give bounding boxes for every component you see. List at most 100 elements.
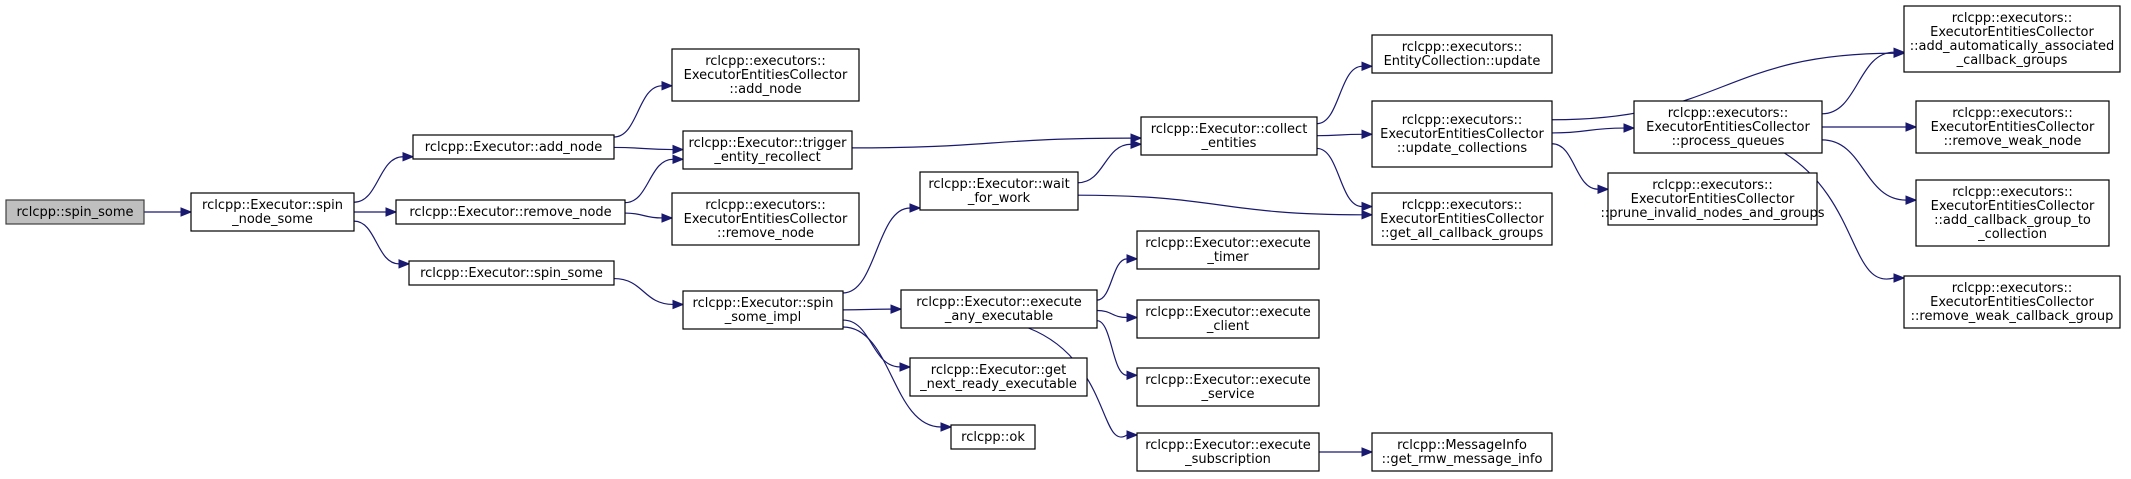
edge-arrowhead (661, 81, 674, 91)
node-rclcpp-executor-collect-entities-box (1140, 116, 1318, 156)
node-rclcpp-executors-executorentitiescollector-remove-weak-node-box (1915, 100, 2110, 154)
node-rclcpp-messageinfo-get-rmw-message-info[interactable]: rclcpp::MessageInfo::get_rmw_message_inf… (1371, 432, 1553, 472)
node-label-line: EntityCollection::update (1384, 54, 1541, 69)
edge-line (851, 137, 1132, 149)
node-rclcpp-executor-execute-client-box (1136, 299, 1320, 339)
edge-arrowhead (1361, 201, 1374, 212)
node-label-line: rclcpp::ok (961, 430, 1025, 445)
node-label-line: rclcpp::Executor::add_node (425, 140, 602, 155)
edge-arrowhead (1905, 122, 1918, 132)
edge-arrowhead (1361, 129, 1374, 140)
edge-n2-n5 (613, 81, 674, 138)
node-rclcpp-executor-execute-subscription[interactable]: rclcpp::Executor::execute_subscription (1136, 432, 1320, 472)
node-rclcpp-executor-execute-client[interactable]: rclcpp::Executor::execute_client (1136, 299, 1320, 339)
node-rclcpp-executors-executorentitiescollector-prune-invalid-nodes-and-groups[interactable]: rclcpp::executors::ExecutorEntitiesColle… (1600, 172, 1825, 226)
node-rclcpp-executors-executorentitiescollector-remove-node[interactable]: rclcpp::executors::ExecutorEntitiesColle… (671, 192, 860, 246)
node-rclcpp-executor-execute-any-executable-box (900, 289, 1098, 329)
node-label-line: ExecutorEntitiesCollector (1380, 212, 1544, 227)
node-label-line: rclcpp::Executor::execute (916, 295, 1082, 310)
edge-arrowhead (1130, 139, 1143, 149)
node-rclcpp-executor-collect-entities[interactable]: rclcpp::Executor::collect_entities (1140, 116, 1318, 156)
node-rclcpp-executors-executorentitiescollector-add-node[interactable]: rclcpp::executors::ExecutorEntitiesColle… (671, 48, 860, 102)
edge-n22-n26 (1821, 139, 1918, 205)
edge-n22-n24 (1821, 47, 1906, 115)
node-rclcpp-executor-spin-some[interactable]: rclcpp::Executor::spin_some (408, 260, 615, 286)
node-rclcpp-executors-executorentitiescollector-process-queues[interactable]: rclcpp::executors::ExecutorEntitiesColle… (1633, 100, 1823, 154)
node-rclcpp-messageinfo-get-rmw-message-info-box (1371, 432, 1553, 472)
edge-n6-n13 (851, 133, 1143, 149)
edge-n9-n20 (1077, 194, 1374, 220)
node-label-line: rclcpp::executors:: (1952, 185, 2073, 200)
edge-n8-n11 (842, 319, 912, 372)
edge-n13-n18 (1316, 61, 1374, 125)
edge-line (1316, 65, 1363, 125)
node-label-line: _entities (1201, 136, 1257, 151)
edge-n10-n16 (1096, 320, 1139, 381)
node-label-line: rclcpp::Executor::wait (928, 177, 1069, 192)
node-rclcpp-executor-execute-service[interactable]: rclcpp::Executor::execute_service (1136, 367, 1320, 407)
edge-line (1551, 52, 1895, 121)
node-rclcpp-executors-executorentitiescollector-remove-weak-callback-group[interactable]: rclcpp::executors::ExecutorEntitiesColle… (1903, 275, 2121, 329)
node-rclcpp-executor-execute-any-executable[interactable]: rclcpp::Executor::execute_any_executable (900, 289, 1098, 329)
node-label-line: ExecutorEntitiesCollector (1646, 120, 1810, 135)
node-label-line: rclcpp::Executor::execute (1145, 438, 1311, 453)
node-label-line: _entity_recollect (713, 150, 820, 165)
node-rclcpp-executor-get-next-ready-executable[interactable]: rclcpp::Executor::get_next_ready_executa… (909, 357, 1088, 397)
edge-arrowhead (1361, 61, 1374, 72)
node-rclcpp-executor-spin-some-impl[interactable]: rclcpp::Executor::spin_some_impl (682, 290, 844, 330)
node-rclcpp-executors-executorentitiescollector-get-all-callback-groups[interactable]: rclcpp::executors::ExecutorEntitiesColle… (1371, 192, 1553, 246)
node-label-line: _timer (1206, 250, 1249, 265)
node-label-line: ::process_queues (1672, 134, 1785, 149)
node-rclcpp-executor-wait-for-work[interactable]: rclcpp::Executor::wait_for_work (919, 171, 1079, 211)
edge-arrowhead (1623, 123, 1636, 133)
node-rclcpp-executors-executorentitiescollector-add-automatically-associated-callback-groups-box (1903, 5, 2121, 73)
node-label-line: _collection (1977, 227, 2047, 242)
edge-arrowhead (672, 144, 685, 155)
edge-n1-n3 (354, 207, 398, 217)
node-rclcpp-executors-executorentitiescollector-add-node-box (671, 48, 860, 102)
node-label-line: rclcpp::Executor::spin (202, 198, 343, 213)
node-label-line: ExecutorEntitiesCollector (1930, 295, 2094, 310)
edge-n22-n27 (1784, 152, 1906, 283)
node-label-line: rclcpp::executors:: (1652, 178, 1773, 193)
node-label-line: ::get_rmw_message_info (1382, 452, 1543, 467)
node-rclcpp-executor-remove-node[interactable]: rclcpp::Executor::remove_node (395, 199, 626, 225)
node-rclcpp-spin-some[interactable]: rclcpp::spin_some (5, 199, 145, 225)
edge-line (1821, 139, 1907, 201)
node-label-line: rclcpp::Executor::spin_some (420, 266, 603, 281)
node-rclcpp-executors-executorentitiescollector-remove-weak-node[interactable]: rclcpp::executors::ExecutorEntitiesColle… (1915, 100, 2110, 154)
node-rclcpp-spin-some-box (5, 199, 145, 225)
edge-arrowhead (899, 362, 912, 372)
node-rclcpp-ok[interactable]: rclcpp::ok (950, 424, 1036, 450)
node-rclcpp-executor-trigger-entity-recollect[interactable]: rclcpp::Executor::trigger_entity_recolle… (682, 130, 853, 170)
edge-arrowhead (940, 422, 953, 432)
edge-arrowhead (1126, 430, 1139, 440)
node-rclcpp-executor-spin-node-some[interactable]: rclcpp::Executor::spin_node_some (190, 192, 355, 232)
edge-line (1077, 194, 1363, 216)
edge-line (624, 212, 663, 219)
node-rclcpp-executors-executorentitiescollector-add-automatically-associated-callback-groups[interactable]: rclcpp::executors::ExecutorEntitiesColle… (1903, 5, 2121, 73)
edge-line (353, 220, 400, 265)
edge-line (1551, 127, 1625, 134)
node-label-line: _node_some (231, 212, 313, 227)
node-label-line: ::update_collections (1397, 141, 1527, 156)
edge-n10-n17 (1028, 327, 1139, 440)
edge-line (1316, 147, 1363, 208)
edge-line (613, 277, 674, 306)
node-label-line: rclcpp::Executor::get (931, 363, 1066, 378)
node-label-line: _some_impl (724, 310, 802, 325)
node-rclcpp-executor-execute-timer[interactable]: rclcpp::Executor::execute_timer (1136, 230, 1320, 270)
node-rclcpp-executors-executorentitiescollector-add-callback-group-to-collection[interactable]: rclcpp::executors::ExecutorEntitiesColle… (1915, 179, 2110, 247)
edge-n17-n21 (1319, 447, 1374, 457)
edge-n1-n2 (353, 152, 415, 203)
edge-arrowhead (1893, 273, 1906, 283)
edge-line (613, 85, 663, 138)
edge-line (1096, 320, 1128, 376)
edge-arrowhead (385, 207, 398, 217)
node-rclcpp-executors-entitycollection-update[interactable]: rclcpp::executors::EntityCollection::upd… (1371, 34, 1553, 74)
edge-arrowhead (672, 154, 685, 165)
node-rclcpp-executors-executorentitiescollector-update-collections[interactable]: rclcpp::executors::ExecutorEntitiesColle… (1371, 100, 1553, 168)
node-rclcpp-executor-add-node[interactable]: rclcpp::Executor::add_node (412, 134, 615, 160)
